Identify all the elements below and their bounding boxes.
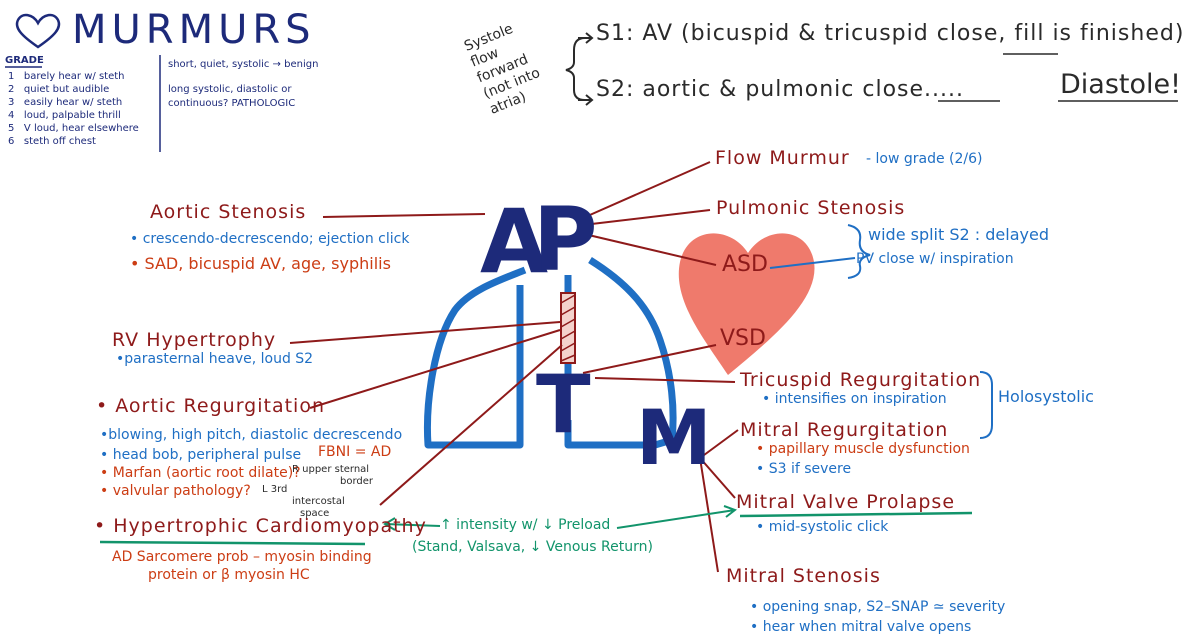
preload-arrow-left [383,517,441,531]
grade-row: 4 loud, palpable thrill [8,109,139,122]
grade-row: 2 quiet but audible [8,83,139,96]
diastole-text: Diastole! [1060,69,1181,100]
asd-note-line2: PV close w/ inspiration [856,251,1014,267]
grade-row: 6 steth off chest [8,135,139,148]
pulmonic-stenosis-title: Pulmonic Stenosis [716,197,906,219]
s1-text: S1: AV (bicuspid & tricuspid close, fill… [596,21,1185,46]
mitral-regurgitation-line1: • papillary muscle dysfunction [756,441,970,457]
arrow-to-s2 [578,94,594,106]
aortic-regurgitation-line1: •blowing, high pitch, diastolic decresce… [100,427,403,443]
mitral-stenosis-line1: • opening snap, S2–SNAP ≃ severity [750,599,1006,615]
preload-line1: ↑ intensity w/ ↓ Preload [440,517,611,533]
valve-m: M [636,393,712,482]
hcm-line1: AD Sarcomere prob – myosin binding [112,549,372,565]
benign-note: short, quiet, systolic → benign [168,59,319,70]
asd-label: ASD [722,252,768,277]
grade-description: loud, palpable thrill [23,110,121,121]
mvp-line1: • mid-systolic click [756,519,889,535]
rv-hypertrophy-title: RV Hypertrophy [112,329,277,351]
hcm-line2: protein or β myosin HC [148,567,310,583]
grade-row: 3 easily hear w/ steth [8,96,139,109]
l-intercostal-note: L 3rd [262,484,288,495]
grade-number: 3 [8,97,15,108]
tricuspid-regurgitation-line1: • intensifies on inspiration [762,391,947,407]
grade-list: 1 barely hear w/ steth 2 quiet but audib… [8,70,139,148]
grade-description: steth off chest [23,136,96,147]
mvp-underline [739,511,973,518]
l-intercostal-note-2: intercostal [292,496,345,507]
arrow-to-s1 [578,32,594,44]
grade-description: barely hear w/ steth [23,71,125,82]
hatched-bar [560,292,576,364]
grade-row: 1 barely hear w/ steth [8,70,139,83]
asd-bracket [847,224,871,279]
aortic-regurgitation-title: • Aortic Regurgitation [96,395,326,417]
grade-number: 4 [8,110,15,121]
grade-row: 5 V loud, hear elsewhere [8,122,139,135]
aortic-regurgitation-line2: • head bob, peripheral pulse [100,447,302,463]
preload-arrow-right [616,505,738,529]
heart-outline-icon [15,13,61,49]
grade-number: 1 [8,71,15,82]
asd-connector [769,257,856,269]
aortic-regurgitation-line4: • valvular pathology? [100,483,251,499]
mitral-stenosis-line2: • hear when mitral valve opens [750,619,972,635]
grade-number: 2 [8,84,15,95]
vsd-label: VSD [720,326,766,351]
grade-description: V loud, hear elsewhere [23,123,139,134]
hatch-lines [560,294,576,362]
flow-murmur-title: Flow Murmur [715,147,850,169]
page-title: MURMURS [72,7,316,53]
right-lung-outline [564,257,677,449]
r-upper-sternal-note-2: border [340,476,374,487]
hcm-title: • Hypertrophic Cardiomyopathy [94,515,427,537]
mitral-stenosis-title: Mitral Stenosis [726,565,881,587]
grade-label: GRADE [5,55,44,66]
connector-lines [289,161,739,573]
valve-p: P [533,188,598,291]
valve-t: T [536,358,591,451]
aortic-stenosis-line2: • SAD, bicuspid AV, age, syphilis [130,254,391,273]
hcm-underline [99,540,366,546]
flow-murmur-note: - low grade (2/6) [866,151,983,167]
holosystolic-bracket [979,371,993,439]
fbni-note: FBNI = AD [318,444,392,460]
systole-brace [565,37,586,101]
mitral-regurgitation-title: Mitral Regurgitation [740,419,949,441]
preload-line2: (Stand, Valsava, ↓ Venous Return) [412,539,653,555]
mvp-title: Mitral Valve Prolapse [736,491,956,513]
valve-a: A [480,190,549,293]
heart-shape [678,233,815,375]
grade-number: 6 [8,136,15,147]
s2-text: S2: aortic & pulmonic close..... [596,77,965,102]
aortic-stenosis-title: Aortic Stenosis [150,201,307,223]
grade-description: quiet but audible [23,84,110,95]
pathologic-note-line2: continuous? PATHOLOGIC [168,98,296,109]
aortic-regurgitation-line3: • Marfan (aortic root dilate)? [100,465,301,481]
holosystolic-label: Holosystolic [998,387,1094,406]
asd-note-line1: wide split S2 : delayed [868,225,1049,244]
grade-description: easily hear w/ steth [23,97,123,108]
l-intercostal-note-3: space [300,508,330,519]
pathologic-note-line1: long systolic, diastolic or [168,84,292,95]
tricuspid-regurgitation-title: Tricuspid Regurgitation [740,369,982,391]
grade-number: 5 [8,123,15,134]
r-upper-sternal-note: R upper sternal [292,464,370,475]
aortic-stenosis-line1: • crescendo-decrescendo; ejection click [130,231,410,247]
mitral-regurgitation-line2: • S3 if severe [756,461,852,477]
rv-hypertrophy-line1: •parasternal heave, loud S2 [116,351,314,367]
left-lung-outline [424,266,527,449]
